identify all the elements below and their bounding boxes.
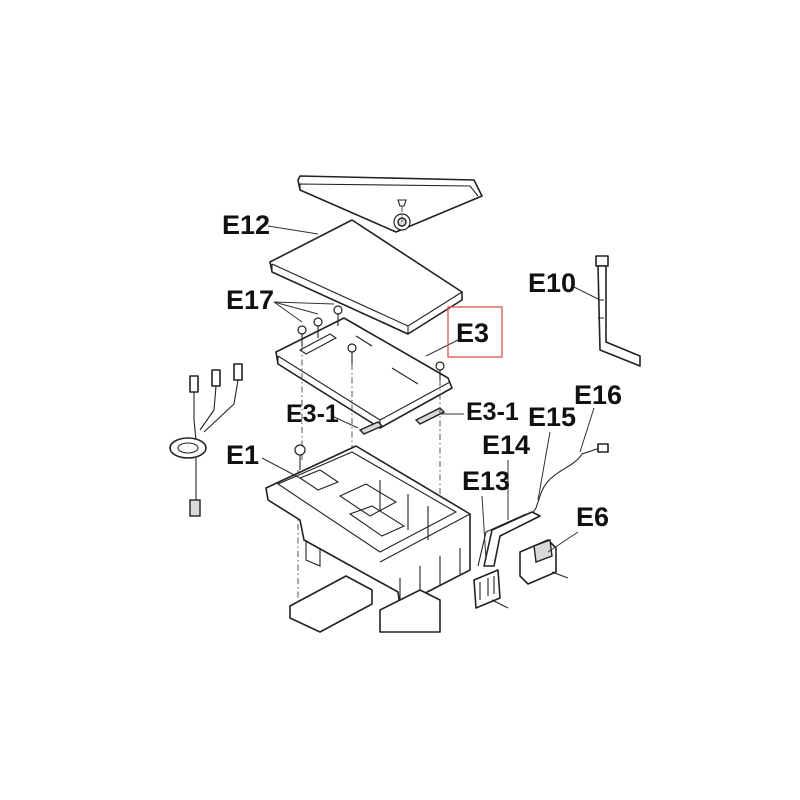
label-e1: E1 bbox=[226, 440, 259, 470]
e3-highlight-box bbox=[447, 306, 503, 358]
label-e17: E17 bbox=[226, 285, 274, 315]
e10-bracket bbox=[595, 255, 641, 367]
label-e13: E13 bbox=[462, 466, 510, 496]
bracket-cap bbox=[595, 255, 609, 267]
screw-icon bbox=[297, 325, 307, 346]
label-e3-1-right: E3-1 bbox=[466, 398, 519, 426]
screw-icon bbox=[333, 305, 343, 326]
board-connector bbox=[414, 407, 446, 425]
harness-terminal bbox=[189, 375, 199, 393]
sensor-tip bbox=[597, 443, 609, 453]
label-e6: E6 bbox=[576, 502, 609, 532]
leader-lines bbox=[261, 225, 601, 561]
label-e16: E16 bbox=[574, 380, 622, 410]
label-e15: E15 bbox=[528, 402, 576, 432]
screw-icon bbox=[347, 343, 357, 364]
board-connector-left bbox=[358, 421, 384, 435]
e17-screws bbox=[297, 305, 445, 380]
label-e12: E12 bbox=[222, 210, 270, 240]
harness-terminal bbox=[233, 363, 243, 381]
wire-harness bbox=[169, 363, 243, 517]
top-cover-panel bbox=[297, 175, 483, 233]
e1-housing bbox=[265, 444, 471, 607]
screw-icon bbox=[294, 444, 306, 456]
part-labels: E12 E17 E3 E3-1 E3-1 E1 E10 E16 E15 E14 … bbox=[222, 210, 622, 532]
e6-relay bbox=[519, 539, 569, 585]
e12-panel bbox=[269, 219, 463, 335]
harness-terminal bbox=[211, 369, 221, 387]
label-e3-1-left: E3-1 bbox=[286, 400, 339, 428]
label-e10: E10 bbox=[528, 268, 576, 298]
label-e3: E3 bbox=[456, 318, 489, 348]
e13-terminal-block bbox=[473, 569, 509, 609]
lower-parts bbox=[289, 575, 441, 633]
screw-icon bbox=[435, 361, 445, 380]
harness-connector bbox=[189, 499, 201, 517]
e3-control-board bbox=[275, 317, 453, 435]
e14-tube bbox=[477, 511, 541, 567]
screw-icon bbox=[313, 317, 323, 338]
harness-ring bbox=[169, 437, 207, 459]
e16-sensor-lead bbox=[539, 443, 609, 497]
cover-screw bbox=[397, 199, 407, 207]
label-e14: E14 bbox=[482, 430, 530, 460]
